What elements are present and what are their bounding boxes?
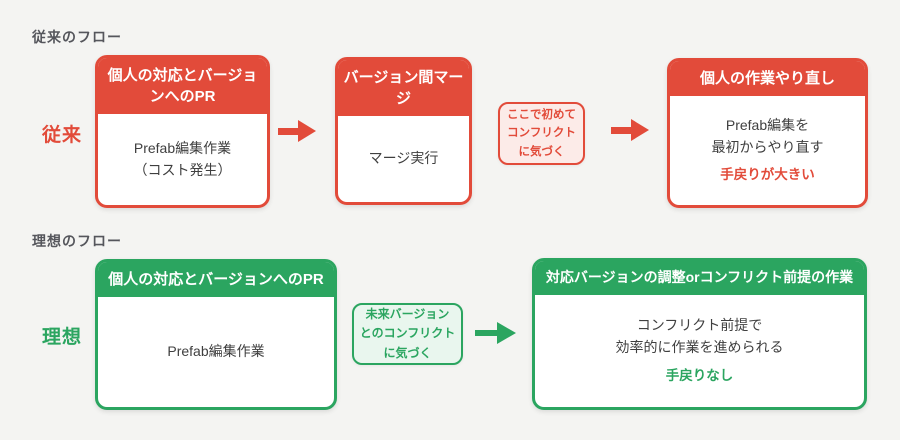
card-title: 個人の対応とバージョンへのPR [98, 58, 267, 114]
card-title: 対応バージョンの調整orコンフリクト前提の作業 [535, 261, 864, 295]
conventional-card-pr: 個人の対応とバージョンへのPR Prefab編集作業 （コスト発生） [95, 55, 270, 208]
arrow-stem [611, 126, 631, 134]
note-line: に気づく [383, 345, 432, 360]
conventional-card-redo: 個人の作業やり直し Prefab編集を 最初からやり直す 手戻りが大きい [667, 58, 868, 208]
arrow-head [298, 120, 316, 142]
arrow-right-icon [278, 120, 316, 142]
card-body: Prefab編集作業 [98, 297, 334, 407]
ideal-section-label: 理想のフロー [32, 233, 122, 249]
ideal-row-label: 理想 [42, 327, 83, 348]
conventional-row-label: 従来 [42, 125, 83, 146]
card-emphasis: 手戻りが大きい [720, 167, 815, 183]
card-title: バージョン間マージ [338, 60, 469, 116]
arrow-head [497, 322, 516, 344]
card-emphasis: 手戻りなし [665, 367, 734, 383]
note-line: に気づく [518, 145, 565, 158]
card-body-line: （コスト発生） [133, 161, 232, 178]
ideal-conflict-note: 未来バージョン とのコンフリクト に気づく [352, 303, 463, 365]
card-body-line: 最初からやり直す [711, 138, 824, 155]
note-line: コンフリクト [507, 127, 576, 140]
card-body-line: マージ実行 [368, 150, 439, 167]
arrow-right-icon [475, 322, 516, 344]
conventional-card-merge: バージョン間マージ マージ実行 [335, 57, 472, 205]
card-body-line: コンフリクト前提で [636, 317, 763, 334]
arrow-stem [278, 127, 298, 135]
card-body-line: Prefab編集作業 [133, 139, 232, 156]
conventional-section-label: 従来のフロー [32, 29, 122, 45]
arrow-right-icon [611, 119, 649, 141]
card-body-line: 効率的に作業を進められる [615, 338, 784, 355]
card-title: 個人の対応とバージョンへのPR [98, 262, 334, 297]
note-line: 未来バージョン [365, 307, 450, 322]
note-line: ここで初めて [507, 108, 576, 121]
card-body: マージ実行 [338, 116, 469, 202]
conventional-conflict-note: ここで初めて コンフリクト に気づく [498, 102, 585, 165]
card-body: Prefab編集を 最初からやり直す 手戻りが大きい [670, 96, 865, 205]
card-body: Prefab編集作業 （コスト発生） [98, 114, 267, 205]
card-body-line: Prefab編集作業 [167, 343, 265, 360]
ideal-card-work: 対応バージョンの調整orコンフリクト前提の作業 コンフリクト前提で 効率的に作業… [532, 258, 867, 410]
arrow-head [631, 119, 649, 141]
ideal-card-pr: 個人の対応とバージョンへのPR Prefab編集作業 [95, 259, 337, 410]
card-title: 個人の作業やり直し [670, 61, 865, 96]
card-body: コンフリクト前提で 効率的に作業を進められる 手戻りなし [535, 295, 864, 407]
card-body-line: Prefab編集を [725, 116, 810, 133]
arrow-stem [475, 330, 497, 336]
note-line: とのコンフリクト [359, 326, 456, 341]
